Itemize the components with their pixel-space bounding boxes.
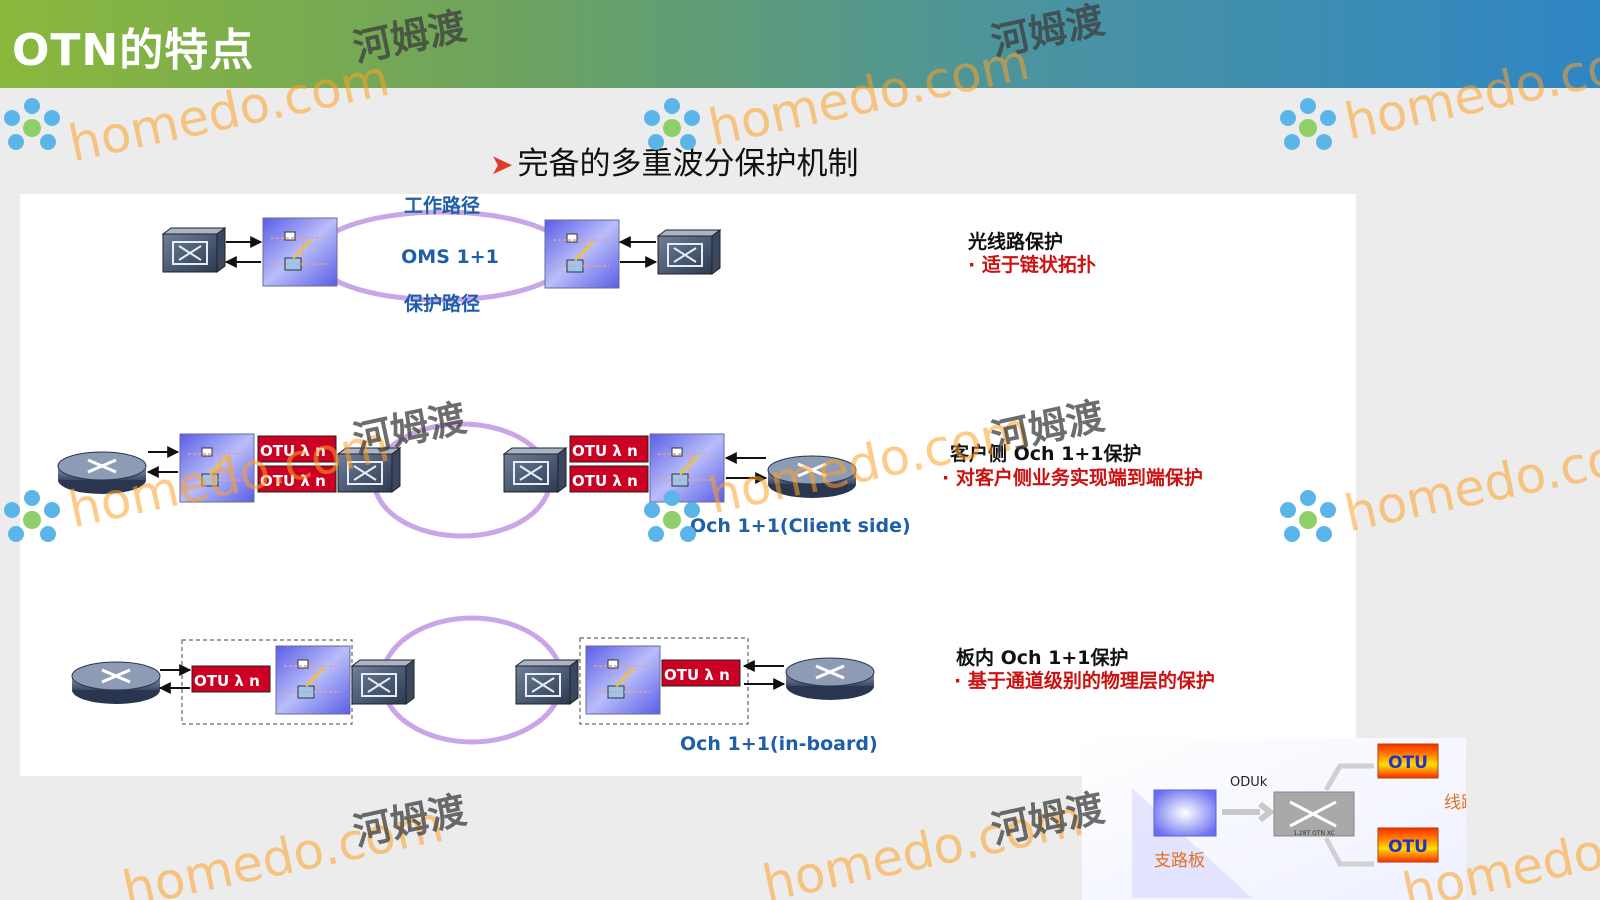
switch-right (657, 229, 721, 275)
client-switch-left (337, 447, 401, 493)
router-left (56, 450, 148, 496)
otu-stack-left: OTU λ n OTU λ n (257, 435, 337, 493)
flower-logo-icon (4, 98, 60, 150)
working-path-label: 工作路径 (404, 194, 480, 217)
title-bar: OTN的特点 (0, 0, 1600, 88)
client-title: 客户侧 Och 1+1保护 (950, 442, 1142, 465)
otu-label: OTU λ n (664, 666, 730, 684)
otu-bottom-label: OTU (1388, 837, 1428, 857)
client-caption: Och 1+1(Client side) (690, 515, 911, 537)
tributary-board-label: 支路板 (1154, 851, 1205, 871)
inboard-switch-right (515, 659, 579, 705)
inboard-switch-left (351, 659, 415, 705)
protection-diagram: 工作路径 OMS 1+1 保护路径 光线路保护 · 适于链状拓扑 OTU λ n… (56, 194, 1215, 755)
flower-logo-icon (1280, 98, 1336, 150)
tributary-board-box (1153, 789, 1217, 837)
board-frame-right (579, 637, 749, 725)
protect-path-label: 保护路径 (403, 292, 480, 315)
bullet-arrow-icon: ➤ (490, 148, 514, 181)
watermark-text: homedo.com (1339, 418, 1600, 544)
otu-box-right (661, 659, 741, 687)
switch-caption: 1.28T OTN XC (1293, 830, 1335, 837)
subtitle-text: 完备的多重波分保护机制 (517, 146, 859, 182)
otu-stack-right: OTU λ n OTU λ n (569, 435, 649, 493)
slide-subtitle: ➤完备的多重波分保护机制 (490, 138, 858, 183)
inboard-title: 板内 Och 1+1保护 (956, 646, 1129, 669)
otu-box-left (191, 665, 271, 693)
otu-top-label: OTU (1388, 753, 1428, 773)
client-node-right (648, 432, 726, 504)
line-board-label: 线路板 (1444, 793, 1466, 813)
inboard-bullet: · 基于通道级别的物理层的保护 (954, 669, 1215, 692)
client-bullet: · 对客户侧业务实现端到端保护 (942, 466, 1203, 489)
oduk-inset-diagram: 1.28T OTN XC ODUk OTU OTU 线路板 支路板 (1082, 738, 1466, 900)
client-node-left (178, 432, 256, 504)
diagram-panel: 工作路径 OMS 1+1 保护路径 光线路保护 · 适于链状拓扑 OTU λ n… (20, 194, 1356, 776)
section-inboard-protection: OTU λ n OTU λ n Och 1+1(in-board) 板内 Och… (70, 615, 1215, 755)
switch-left (162, 227, 226, 273)
oms-ring-label: OMS 1+1 (401, 246, 499, 268)
router-right (766, 454, 858, 500)
router-left-inboard (70, 660, 162, 706)
oms-bullet: · 适于链状拓扑 (968, 253, 1096, 276)
section-oms-protection: 工作路径 OMS 1+1 保护路径 光线路保护 · 适于链状拓扑 (162, 194, 1096, 315)
watermark-text: homedo.com (757, 788, 1089, 900)
inboard-caption: Och 1+1(in-board) (680, 733, 878, 755)
otu-label: OTU λ n (260, 442, 326, 460)
otu-label: OTU λ n (572, 442, 638, 460)
watermark-cn: 河姆渡 (349, 787, 471, 855)
otu-label: OTU λ n (260, 472, 326, 490)
otn-node-right (543, 218, 621, 290)
section-client-protection: OTU λ n OTU λ n OTU λ n OTU λ n Och 1+1(… (56, 421, 1203, 539)
router-right-inboard (784, 656, 876, 702)
oms-title: 光线路保护 (967, 230, 1063, 253)
inboard-node-right (584, 644, 662, 716)
client-switch-right (503, 447, 567, 493)
otu-label: OTU λ n (194, 672, 260, 690)
slide-title: OTN的特点 (12, 25, 255, 76)
watermark-text: homedo.com (117, 794, 449, 900)
otu-label: OTU λ n (572, 472, 638, 490)
otn-node-left (261, 216, 339, 288)
inboard-node-left (274, 644, 352, 716)
oduk-label: ODUk (1230, 775, 1268, 790)
otu-block-top (1377, 743, 1439, 779)
otu-block-bottom (1377, 827, 1439, 863)
